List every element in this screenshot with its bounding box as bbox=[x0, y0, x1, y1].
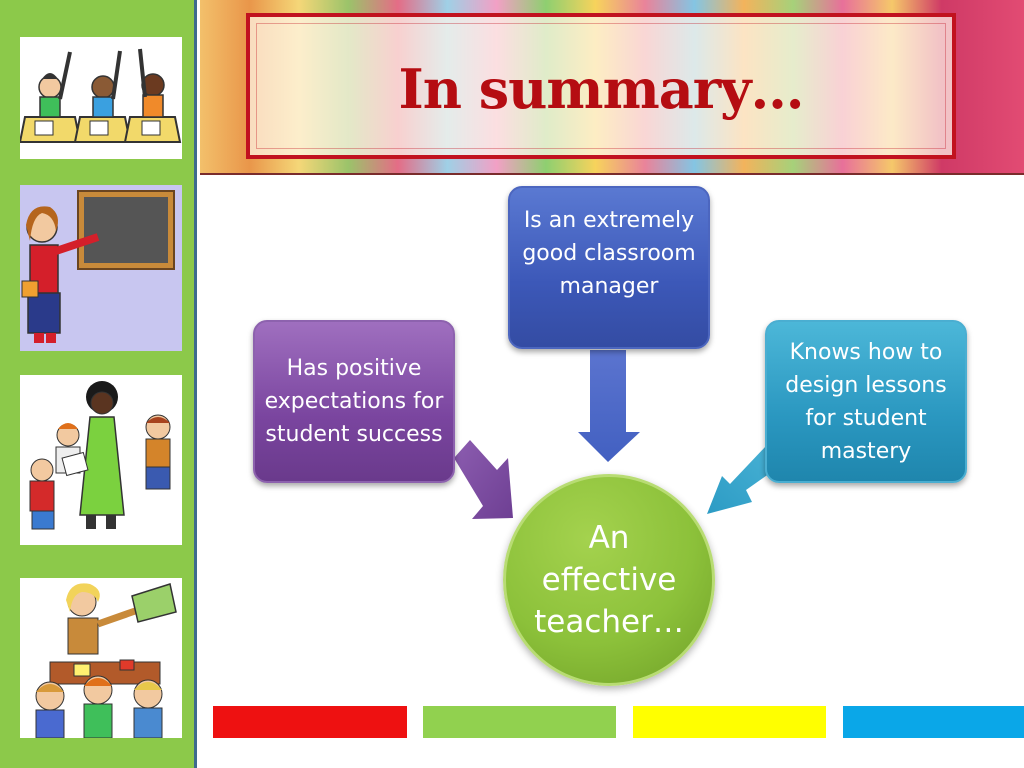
center-circle-label: An effective teacher… bbox=[534, 520, 684, 640]
box-classroom-manager: Is an extremely good classroom manager bbox=[508, 186, 710, 349]
color-strip-yellow bbox=[633, 706, 826, 738]
arrow-left bbox=[454, 440, 513, 519]
sidebar bbox=[0, 0, 197, 768]
box-design-lessons: Knows how to design lessons for student … bbox=[765, 320, 967, 483]
color-strip-green bbox=[423, 706, 616, 738]
box-classroom-manager-label: Is an extremely good classroom manager bbox=[522, 208, 696, 299]
arrow-top bbox=[578, 350, 640, 462]
teacher-with-students-icon bbox=[20, 375, 182, 545]
students-raising-hands-icon bbox=[20, 37, 182, 159]
arrow-right bbox=[707, 446, 780, 514]
center-circle: An effective teacher… bbox=[503, 474, 715, 686]
box-design-lessons-label: Knows how to design lessons for student … bbox=[785, 339, 947, 464]
teacher-reading-to-class-icon bbox=[20, 578, 182, 738]
box-positive-expectations-label: Has positive expectations for student su… bbox=[264, 356, 444, 447]
title-inner-border bbox=[256, 23, 946, 149]
box-positive-expectations: Has positive expectations for student su… bbox=[253, 320, 455, 483]
color-strip-red bbox=[213, 706, 407, 738]
title-frame: In summary… bbox=[246, 13, 956, 159]
color-strip-blue bbox=[843, 706, 1024, 738]
page-title: In summary… bbox=[398, 57, 804, 121]
teacher-at-chalkboard-icon bbox=[20, 185, 182, 351]
